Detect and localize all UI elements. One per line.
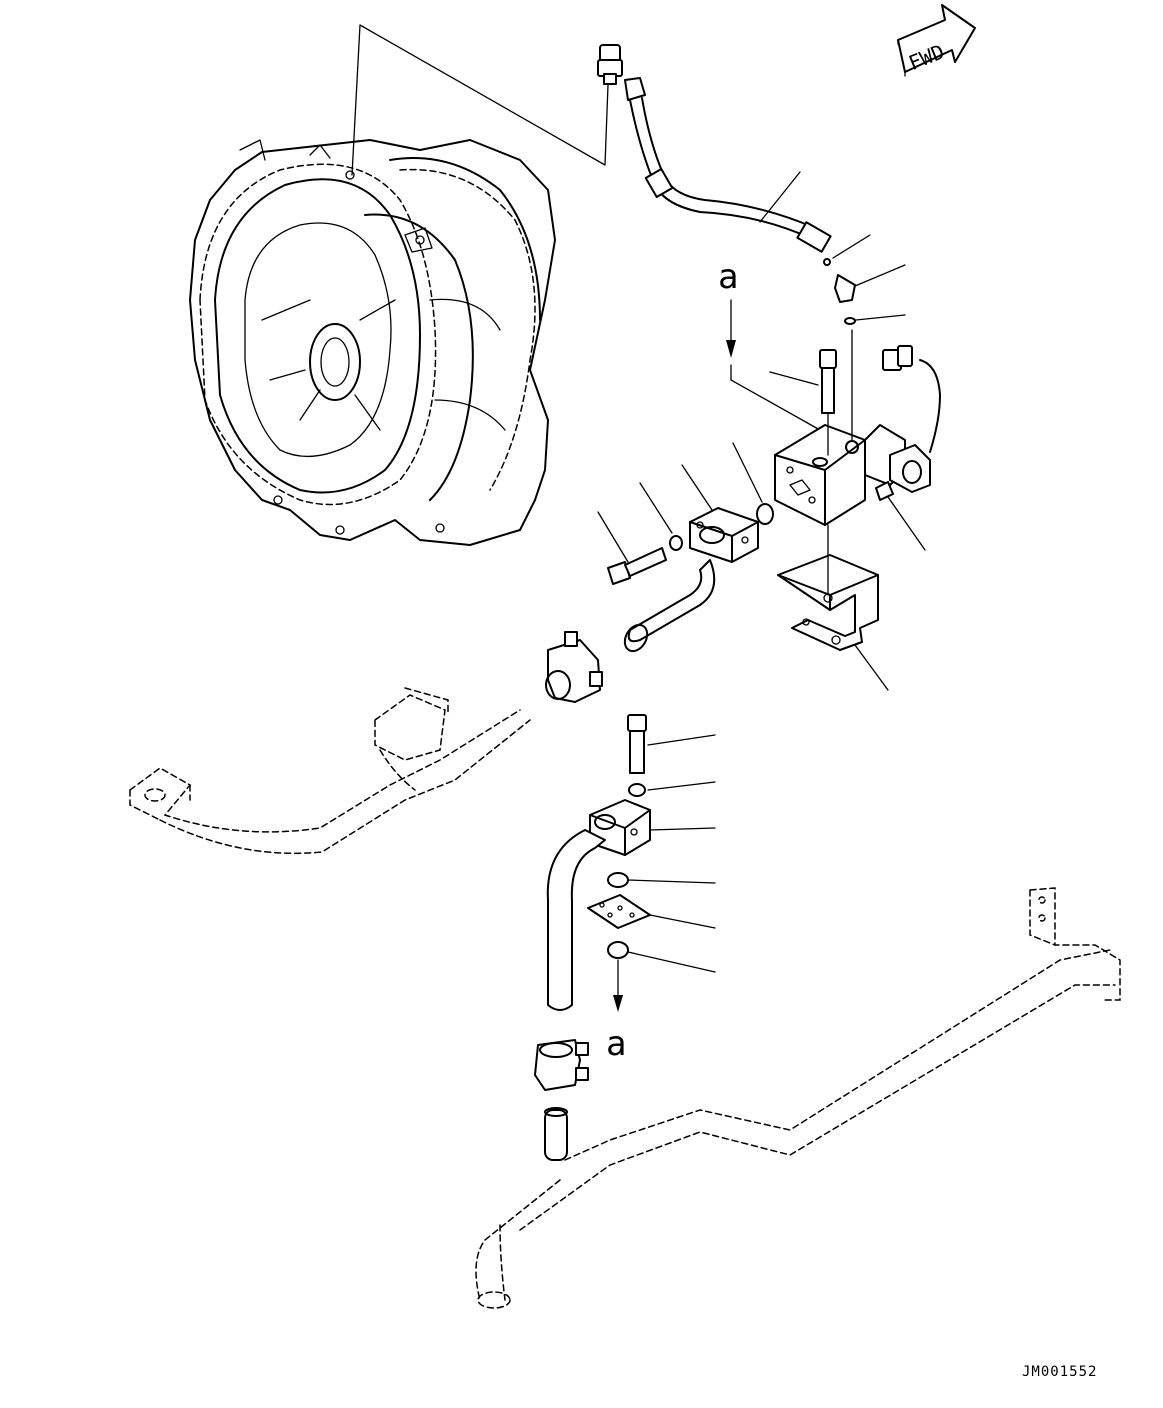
lower-bolt [627, 714, 716, 797]
hose-clamp-upper [545, 631, 603, 703]
view-arrow-bottom: a [606, 959, 626, 1064]
drawing-number: JM001552 [1022, 1364, 1097, 1380]
left-pipe-assembly [129, 687, 531, 855]
upper-bolt-washer [597, 482, 683, 585]
hose-assembly [624, 77, 856, 325]
view-label-bottom: a [606, 1024, 626, 1064]
transmission-housing [189, 139, 556, 546]
valve-bolt [769, 329, 853, 456]
pressure-sender [597, 44, 623, 85]
leader-lines-hose [759, 171, 906, 321]
upper-flange-pipe [623, 464, 759, 653]
hose-clamp-lower [534, 1039, 589, 1161]
view-label-top: a [718, 257, 738, 297]
solenoid-valve-block [774, 345, 941, 526]
lower-flange-pipe [546, 799, 716, 1011]
valve-bracket [777, 524, 889, 691]
fwd-direction-arrow: FWD [897, 4, 976, 77]
lower-gasket-seals [587, 872, 716, 973]
view-arrow-top: a [718, 257, 821, 431]
block-oring [732, 442, 926, 551]
lower-long-pipe [475, 887, 1121, 1309]
leader-lines-housing [351, 24, 609, 176]
